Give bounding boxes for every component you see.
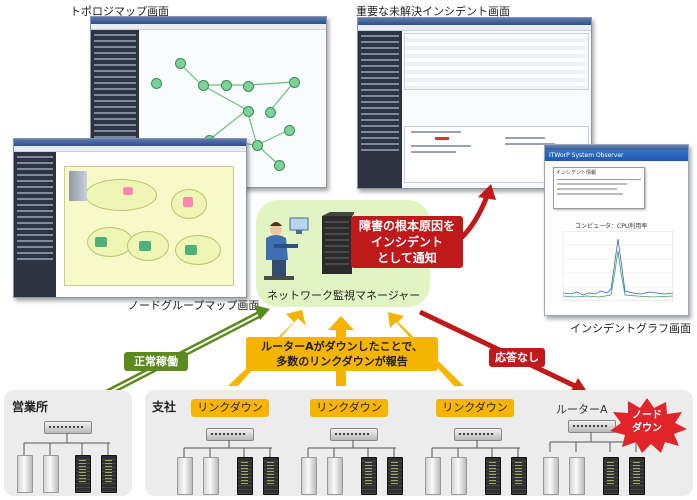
switch-icon [206, 428, 254, 441]
server-icon [387, 457, 403, 495]
server-icon [17, 455, 33, 493]
topology-node-icon [289, 77, 300, 88]
node-group-canvas [64, 166, 234, 286]
router-icon [568, 420, 616, 433]
server-icon [361, 457, 377, 495]
server-rack-icon [322, 212, 354, 274]
server-icon [43, 455, 59, 493]
topology-node-icon [265, 107, 276, 118]
incident-caption: 重要な未解決インシデント画面 [356, 5, 510, 18]
topology-node-icon [252, 140, 263, 151]
cpu-usage-chart [563, 231, 673, 301]
sales-office-links [23, 433, 110, 455]
server-icon [603, 457, 619, 495]
node-group-caption: ノードグループマップ画面 [128, 299, 260, 312]
topology-node-icon [284, 125, 295, 136]
switch-icon [454, 428, 502, 441]
topology-node-icon [175, 58, 186, 69]
topology-node-icon [243, 106, 254, 117]
server-icon [543, 457, 559, 495]
branch-links-3 [431, 440, 520, 458]
server-icon [203, 457, 219, 495]
branch-links-2 [307, 440, 396, 458]
server-icon [327, 457, 343, 495]
server-icon [511, 457, 527, 495]
server-icon [485, 457, 501, 495]
server-icon [237, 457, 253, 495]
server-icon [301, 457, 317, 495]
topology-node-icon [198, 80, 209, 91]
router-a-label: ルーターA [556, 403, 608, 416]
branch-links-1 [183, 440, 272, 458]
server-icon [451, 457, 467, 495]
no-response-label: 応答なし [489, 348, 545, 367]
server-icon [569, 457, 585, 495]
topology-node-icon [221, 80, 232, 91]
switch-icon [330, 428, 378, 441]
incident-graph-caption: インシデントグラフ画面 [570, 322, 691, 335]
server-icon [101, 455, 117, 493]
node-down-label: ノード ダウン [632, 410, 662, 434]
switch-icon [44, 421, 92, 434]
link-down-label-1: リンクダウン [191, 399, 269, 417]
normal-operation-label: 正常稼働 [124, 352, 188, 371]
server-icon [629, 457, 645, 495]
link-down-report-callout: ルーターAがダウンしたことで、 多数のリンクダウンが報告 [246, 337, 438, 371]
sales-office-label: 営業所 [12, 400, 49, 414]
incident-list [404, 33, 589, 90]
cpu-chart-title: コンピュータ：CPU利用率 [575, 223, 648, 230]
graph-window-title: ITWorP System Observer [545, 150, 688, 161]
server-icon [263, 457, 279, 495]
node-down-burst-icon [610, 398, 687, 453]
topology-caption: トポロジマップ画面 [70, 5, 169, 18]
server-icon [177, 457, 193, 495]
incident-info-box: インシデント情報 [553, 167, 645, 209]
topology-node-icon [274, 160, 285, 171]
server-icon [75, 455, 91, 493]
manager-label: ネットワーク監視マネージャー [267, 289, 421, 302]
root-cause-callout: 障害の根本原因を インシデント として通知 [351, 216, 463, 268]
link-down-label-2: リンクダウン [310, 399, 388, 417]
server-icon [425, 457, 441, 495]
branch-label: 支社 [152, 400, 177, 414]
topology-node-icon [151, 78, 162, 89]
operator-icon [264, 217, 309, 280]
incident-graph-window: ITWorP System Observer インシデント情報 コンピュータ：C… [544, 144, 689, 316]
topology-node-icon [243, 81, 254, 92]
node-group-map-window [13, 138, 247, 298]
link-down-label-3: リンクダウン [436, 399, 514, 417]
